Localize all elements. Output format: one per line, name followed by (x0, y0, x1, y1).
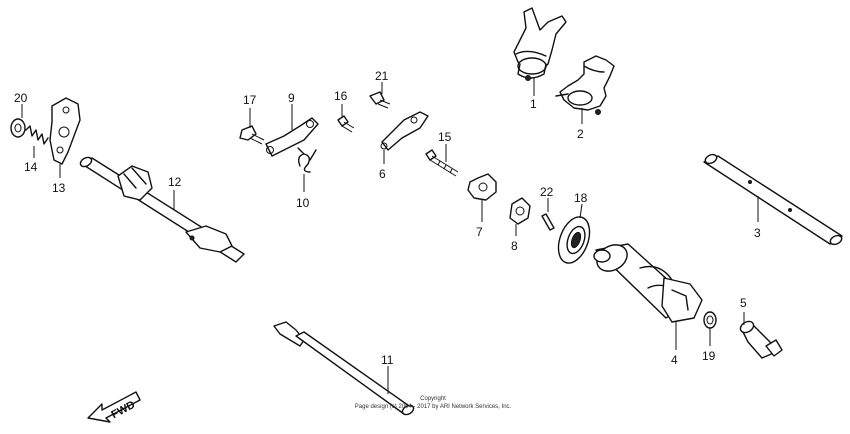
part-21-bolt (369, 91, 391, 109)
callout-8: 8 (511, 239, 518, 253)
part-22-dowel-pin (541, 213, 555, 231)
copyright-line-2: Page design (c) 2004 - 2017 by ARI Netwo… (354, 404, 512, 410)
copyright-notice: Copyright Page design (c) 2004 - 2017 by… (318, 395, 548, 411)
part-20-washer (10, 118, 26, 138)
part-6-stopper-plate (380, 111, 429, 151)
part-7-star-plate (467, 173, 497, 201)
part-4-gearshift-drum (593, 243, 703, 323)
callout-20: 20 (14, 91, 28, 105)
part-2-shift-fork (555, 55, 615, 115)
part-3-fork-shaft (703, 153, 843, 246)
part-19-washer (703, 311, 717, 329)
callout-17: 17 (243, 93, 257, 107)
part-8-star-plate (509, 197, 531, 225)
callout-7: 7 (476, 225, 483, 239)
part-16-screw (337, 115, 355, 133)
part-13-plate (49, 97, 81, 165)
part-12-gearshift-spindle-assy (79, 156, 245, 263)
part-5-drum-pin (739, 320, 783, 359)
callout-14: 14 (24, 160, 38, 174)
part-11-gearshift-spindle (273, 321, 415, 416)
fwd-arrow-icon: FWD (87, 391, 141, 423)
leader-18 (579, 203, 583, 219)
part-10-stopper-spring (297, 147, 317, 173)
callout-18: 18 (574, 191, 588, 205)
callout-2: 2 (577, 127, 584, 141)
callout-12: 12 (168, 175, 182, 189)
callout-5: 5 (740, 296, 747, 310)
part-1-shift-fork (513, 7, 567, 81)
callout-9: 9 (288, 91, 295, 105)
callout-6: 6 (379, 167, 386, 181)
callout-21: 21 (375, 69, 389, 83)
part-9-stopper-arm (265, 117, 319, 157)
callout-1: 1 (530, 97, 537, 111)
callout-4: 4 (671, 353, 678, 367)
callout-10: 10 (296, 196, 310, 210)
callout-19: 19 (702, 349, 716, 363)
part-14-return-spring (25, 125, 49, 145)
part-17-pivot-bolt (239, 125, 265, 145)
callout-22: 22 (540, 185, 554, 199)
part-15-bolt (425, 149, 459, 177)
callout-13: 13 (52, 181, 66, 195)
callout-15: 15 (438, 130, 452, 144)
copyright-line-1: Copyright (420, 396, 446, 402)
callout-3: 3 (754, 226, 761, 240)
callout-16: 16 (334, 89, 348, 103)
part-18-bearing (557, 216, 591, 264)
callout-11: 11 (381, 353, 394, 367)
fwd-label: FWD (109, 399, 137, 421)
